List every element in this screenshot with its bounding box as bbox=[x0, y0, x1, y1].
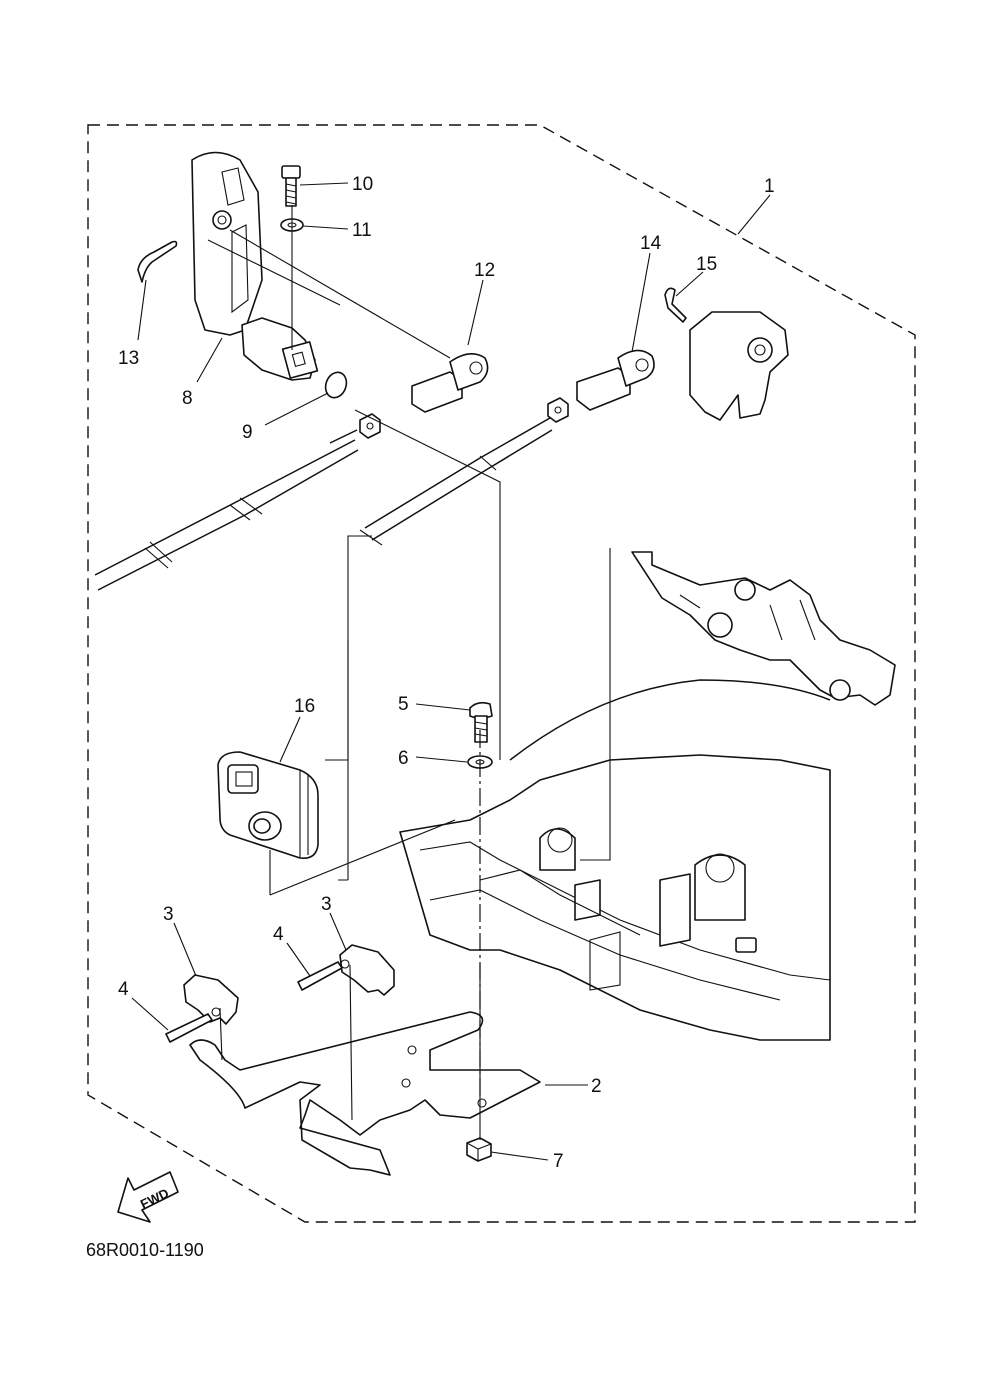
callout-5: 5 bbox=[398, 694, 409, 715]
part-clamp-3-left[interactable] bbox=[183, 974, 239, 1025]
assembly-boundary bbox=[87, 124, 916, 1223]
callout-1: 1 bbox=[764, 176, 775, 197]
part-cover-16[interactable] bbox=[217, 751, 319, 860]
callout-2: 2 bbox=[591, 1076, 602, 1097]
part-cable-joint-12[interactable] bbox=[411, 353, 489, 413]
callout-13: 13 bbox=[118, 348, 139, 369]
callout-4-left: 4 bbox=[118, 979, 129, 1000]
part-o-ring-9[interactable] bbox=[322, 369, 350, 400]
forward-arrow-icon: FWD bbox=[117, 1171, 179, 1223]
part-bracket-plate-2[interactable] bbox=[189, 1011, 541, 1176]
callouts: 1 10 11 12 14 15 13 8 9 16 5 6 3 3 4 4 2… bbox=[118, 174, 775, 1172]
bottom-cowling bbox=[399, 679, 831, 1041]
part-clamp-3-right[interactable] bbox=[339, 944, 395, 996]
part-clip-13[interactable] bbox=[137, 240, 178, 283]
part-cable-joint-14[interactable] bbox=[576, 349, 655, 411]
part-pin-4-right[interactable] bbox=[297, 961, 343, 991]
leader-lines bbox=[131, 182, 771, 1161]
drawing-code: 68R0010-1190 bbox=[86, 1240, 204, 1260]
callout-3-left: 3 bbox=[163, 904, 174, 925]
callout-6: 6 bbox=[398, 748, 409, 769]
shift-bracket bbox=[689, 311, 789, 421]
part-clip-15[interactable] bbox=[664, 287, 687, 323]
callout-11: 11 bbox=[352, 220, 372, 241]
part-shift-lever[interactable] bbox=[191, 151, 319, 381]
part-bolt-5[interactable] bbox=[469, 701, 493, 743]
callout-3-right: 3 bbox=[321, 894, 332, 915]
callout-8: 8 bbox=[182, 388, 193, 409]
shift-cables bbox=[94, 417, 553, 591]
assembly-lines bbox=[207, 205, 611, 1140]
cable-nut-right bbox=[547, 397, 569, 423]
callout-10: 10 bbox=[352, 174, 373, 195]
part-bolt-10[interactable] bbox=[281, 165, 301, 207]
callout-15: 15 bbox=[696, 254, 717, 275]
callout-14: 14 bbox=[640, 233, 662, 254]
engine-mechanism bbox=[631, 551, 896, 706]
callout-9: 9 bbox=[242, 422, 253, 443]
part-nut-7[interactable] bbox=[466, 1137, 492, 1162]
callout-7: 7 bbox=[553, 1151, 564, 1172]
part-pin-4-left[interactable] bbox=[165, 1013, 213, 1043]
callout-16: 16 bbox=[294, 696, 315, 717]
callout-12: 12 bbox=[474, 260, 495, 281]
callout-4-right: 4 bbox=[273, 924, 284, 945]
